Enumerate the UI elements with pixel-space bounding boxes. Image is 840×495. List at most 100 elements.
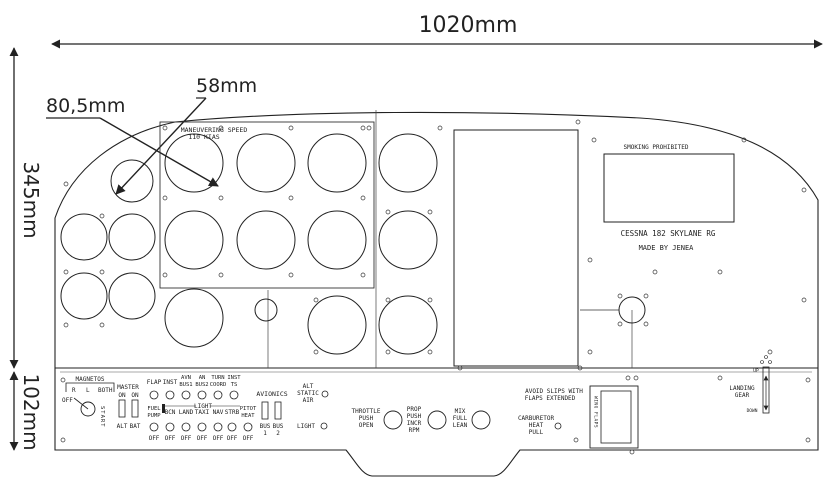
screw-hole xyxy=(313,349,319,355)
wing-flaps-slot[interactable] xyxy=(600,390,632,444)
magneto-off-label: OFF xyxy=(62,397,73,404)
gear-light-1 xyxy=(764,355,768,359)
fuel-pump-switch-marker xyxy=(162,404,165,413)
screw-hole xyxy=(60,437,66,443)
alt-static-label-b: STATIC xyxy=(297,390,319,397)
switch-pitot-heat[interactable] xyxy=(243,422,253,432)
prop-label-a: PROP xyxy=(407,406,422,413)
screw-hole xyxy=(288,272,294,278)
gear-light-2 xyxy=(760,360,764,364)
center-gauge-subpanel xyxy=(159,121,375,289)
screw-hole xyxy=(633,375,639,381)
screw-hole xyxy=(385,297,391,303)
off-label-taxi: OFF xyxy=(197,435,208,442)
radio-stack-cutout xyxy=(453,129,579,367)
screw-hole xyxy=(218,272,224,278)
magneto-both-label: BOTH xyxy=(98,387,113,394)
carburetor-heat-knob[interactable] xyxy=(554,422,562,430)
screw-hole xyxy=(99,269,105,275)
breaker-avn-bus1[interactable] xyxy=(181,390,191,400)
gauge-attitude xyxy=(236,133,296,193)
breaker-turn-coord[interactable] xyxy=(213,390,223,400)
master-bat-switch[interactable] xyxy=(131,399,139,418)
master-alt-switch[interactable] xyxy=(118,399,126,418)
throttle-knob[interactable] xyxy=(383,410,403,430)
ignition-key-switch[interactable] xyxy=(80,401,96,417)
prop-knob[interactable] xyxy=(427,410,447,430)
model-label: CESSNA 182 SKYLANE RG xyxy=(621,229,716,238)
an-bus2-label-a: AN xyxy=(199,375,206,381)
breaker-inst[interactable] xyxy=(165,390,175,400)
breaker-flap[interactable] xyxy=(149,390,159,400)
screw-hole xyxy=(805,377,811,383)
screw-hole xyxy=(162,272,168,278)
gauge-manifold xyxy=(378,295,438,355)
gauge-small-l1 xyxy=(60,213,108,261)
master-on-bat-label: ON xyxy=(131,392,139,399)
switch-nav[interactable] xyxy=(213,422,223,432)
switch-taxi[interactable] xyxy=(197,422,207,432)
screw-hole xyxy=(437,125,443,131)
gauge-small-l4 xyxy=(108,272,156,320)
screw-hole xyxy=(801,187,807,193)
wing-flaps-bezel xyxy=(589,385,639,449)
off-label-nav: OFF xyxy=(213,435,224,442)
screw-hole xyxy=(63,269,69,275)
screw-hole xyxy=(587,349,593,355)
avoid-slips-label-a: AVOID SLIPS WITH xyxy=(525,388,583,395)
screw-hole xyxy=(629,449,635,455)
screw-hole xyxy=(575,119,581,125)
screw-hole xyxy=(162,125,168,131)
screw-hole xyxy=(427,209,433,215)
upper-breakers xyxy=(149,390,239,400)
off-label-land: OFF xyxy=(181,435,192,442)
switch-land[interactable] xyxy=(181,422,191,432)
mixture-knob[interactable] xyxy=(471,410,491,430)
screw-hole xyxy=(717,375,723,381)
switch-strb[interactable] xyxy=(227,422,237,432)
screw-hole xyxy=(99,322,105,328)
screw-hole xyxy=(587,257,593,263)
gauge-large-dimension-label: 80,5mm xyxy=(46,95,125,117)
pitot-heat-label-a: PITOT xyxy=(240,406,257,412)
alt-static-label-a: ALT xyxy=(303,383,314,390)
light-label: LIGHT xyxy=(194,403,212,410)
screw-hole xyxy=(162,195,168,201)
switch-fuel-pump[interactable] xyxy=(149,422,159,432)
maneuvering-speed-value: 110 KIAS xyxy=(188,133,219,141)
gauge-hobbs xyxy=(254,298,278,322)
screw-hole xyxy=(427,349,433,355)
breaker-an-bus2[interactable] xyxy=(197,390,207,400)
avionics-bus2-label-a: BUS xyxy=(273,423,284,430)
landing-gear-slot[interactable] xyxy=(762,366,770,414)
gauge-group xyxy=(60,133,646,355)
gauge-airspeed xyxy=(164,133,224,193)
screw-hole xyxy=(63,181,69,187)
height-top-dimension-label: 345mm xyxy=(19,161,43,238)
wing-flaps-label: WING FLAPS xyxy=(593,396,599,428)
nav-label: NAV xyxy=(213,409,224,416)
gauge-vor2 xyxy=(378,210,438,270)
screw-hole xyxy=(617,293,623,299)
avionics-bus1-switch[interactable] xyxy=(261,401,269,420)
gear-down-label: DOWN xyxy=(747,408,758,414)
screw-hole xyxy=(652,269,658,275)
maker-label: MADE BY JENEA xyxy=(639,244,695,252)
off-label-bcn: OFF xyxy=(165,435,176,442)
maneuvering-speed-label: MANEUVERING SPEED xyxy=(181,126,248,134)
throttle-label-c: OPEN xyxy=(359,422,374,429)
taxi-label: TAXI xyxy=(195,409,210,416)
prop-label-b: PUSH xyxy=(407,413,422,420)
screw-hole xyxy=(805,437,811,443)
screw-hole xyxy=(288,195,294,201)
alt-static-knob[interactable] xyxy=(321,390,329,398)
light-dimmer-knob[interactable] xyxy=(320,422,328,430)
gauge-heading xyxy=(236,210,296,270)
switch-bcn[interactable] xyxy=(165,422,175,432)
master-alt-label: ALT xyxy=(117,423,128,430)
light-dimmer-label: LIGHT xyxy=(297,423,315,430)
screw-hole xyxy=(99,213,105,219)
breaker-inst-ts[interactable] xyxy=(229,390,239,400)
avionics-bus2-switch[interactable] xyxy=(274,401,282,420)
an-bus2-label-b: BUS2 xyxy=(195,382,208,388)
